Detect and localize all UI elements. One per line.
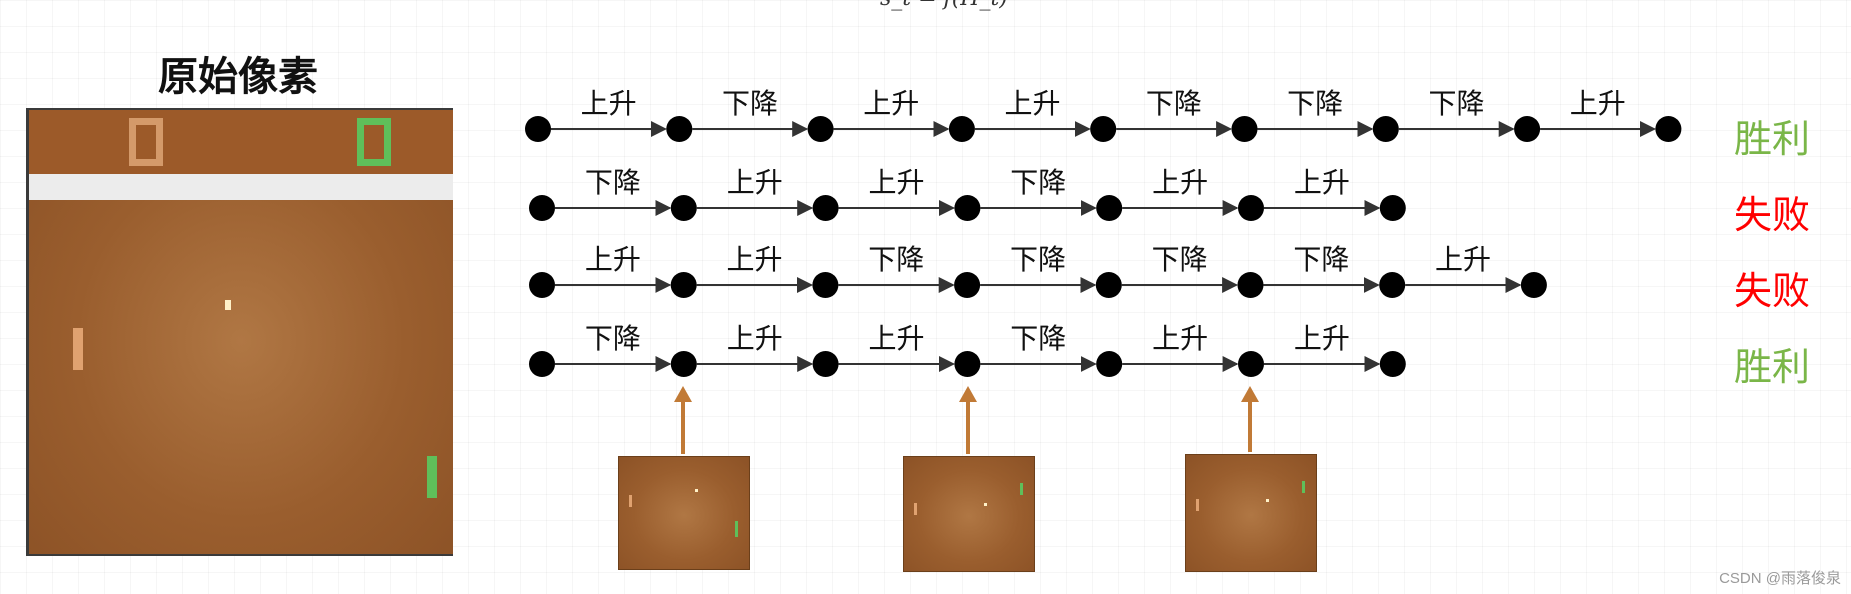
action-label: 下降 — [1010, 166, 1066, 199]
thumb-ball — [1266, 499, 1269, 502]
pong-frame-thumbnail-2 — [903, 456, 1035, 572]
action-label: 上升 — [868, 322, 924, 355]
pong-frame-thumbnail-3 — [1185, 454, 1317, 572]
action-label: 上升 — [1435, 243, 1491, 276]
state-node — [529, 351, 555, 377]
formula-text: s_t = f(H_t) — [880, 0, 1008, 11]
frame-to-state-arrow-3 — [1241, 386, 1259, 452]
state-node — [954, 351, 981, 377]
action-label: 下降 — [1010, 322, 1066, 355]
state-node — [807, 116, 834, 142]
action-label: 上升 — [585, 243, 641, 276]
pong-ball — [225, 300, 231, 310]
action-label: 下降 — [1293, 243, 1349, 276]
thumb-paddle-opponent — [1196, 499, 1199, 511]
state-node — [1090, 116, 1117, 142]
thumb-paddle-agent — [1302, 481, 1305, 493]
action-label: 下降 — [1428, 87, 1484, 120]
pong-top-wall — [29, 174, 453, 200]
state-node — [812, 272, 839, 298]
state-node — [1379, 195, 1406, 221]
state-node — [1237, 272, 1264, 298]
action-label: 上升 — [1294, 166, 1350, 199]
state-node — [670, 272, 697, 298]
thumb-paddle-agent — [735, 521, 738, 537]
state-node — [1096, 195, 1123, 221]
result-label-row-1: 胜利 — [1734, 117, 1811, 161]
state-node — [1514, 116, 1541, 142]
state-node — [529, 195, 555, 221]
thumb-ball — [695, 489, 698, 492]
action-label: 下降 — [1010, 243, 1066, 276]
action-label: 上升 — [727, 243, 783, 276]
action-label: 下降 — [722, 87, 778, 120]
action-label: 下降 — [1146, 87, 1202, 120]
action-label: 下降 — [1152, 243, 1208, 276]
pong-score-left — [129, 118, 163, 166]
state-node — [1520, 272, 1547, 298]
thumb-paddle-opponent — [629, 495, 632, 507]
action-label: 上升 — [863, 87, 919, 120]
state-node — [1231, 116, 1258, 142]
action-label: 上升 — [581, 87, 637, 120]
action-label: 下降 — [868, 243, 924, 276]
state-node — [666, 116, 693, 142]
result-label-row-3: 失败 — [1734, 269, 1811, 313]
state-node — [1238, 351, 1264, 377]
state-node — [1095, 272, 1122, 298]
state-node — [670, 351, 697, 377]
thumb-paddle-agent — [1020, 483, 1023, 495]
action-label: 下降 — [585, 166, 641, 199]
pong-game-frame-large — [26, 108, 453, 556]
pong-frame-thumbnail-1 — [618, 456, 750, 570]
state-node — [812, 351, 839, 377]
action-label: 上升 — [868, 166, 924, 199]
state-node — [1655, 116, 1682, 142]
state-node — [954, 195, 981, 221]
state-node — [670, 195, 697, 221]
thumb-paddle-opponent — [914, 503, 917, 515]
state-node — [1238, 195, 1264, 221]
state-node — [1379, 272, 1406, 298]
state-node — [529, 272, 555, 298]
pong-paddle-agent — [427, 456, 437, 498]
state-node — [1096, 351, 1123, 377]
action-label: 上升 — [1005, 87, 1061, 120]
frame-to-state-arrow-1 — [674, 386, 692, 454]
action-label: 上升 — [1294, 322, 1350, 355]
frame-to-state-arrow-2 — [959, 386, 977, 454]
action-label: 上升 — [727, 166, 783, 199]
thumb-ball — [984, 503, 987, 506]
state-node — [948, 116, 975, 142]
action-label: 上升 — [1152, 322, 1208, 355]
action-label: 上升 — [1152, 166, 1208, 199]
pong-paddle-opponent — [73, 328, 83, 370]
pong-score-right — [357, 118, 391, 166]
state-node — [525, 116, 551, 142]
action-label: 上升 — [1570, 87, 1626, 120]
action-label: 上升 — [727, 322, 783, 355]
state-node — [1379, 351, 1406, 377]
result-label-row-4: 胜利 — [1734, 345, 1811, 389]
watermark: CSDN @雨落俊泉 — [1719, 570, 1841, 587]
result-label-row-2: 失败 — [1734, 193, 1811, 237]
action-label: 下降 — [1287, 87, 1343, 120]
state-node — [954, 272, 981, 298]
state-node — [1372, 116, 1399, 142]
raw-pixels-title: 原始像素 — [158, 53, 318, 100]
state-node — [812, 195, 839, 221]
action-label: 下降 — [585, 322, 641, 355]
